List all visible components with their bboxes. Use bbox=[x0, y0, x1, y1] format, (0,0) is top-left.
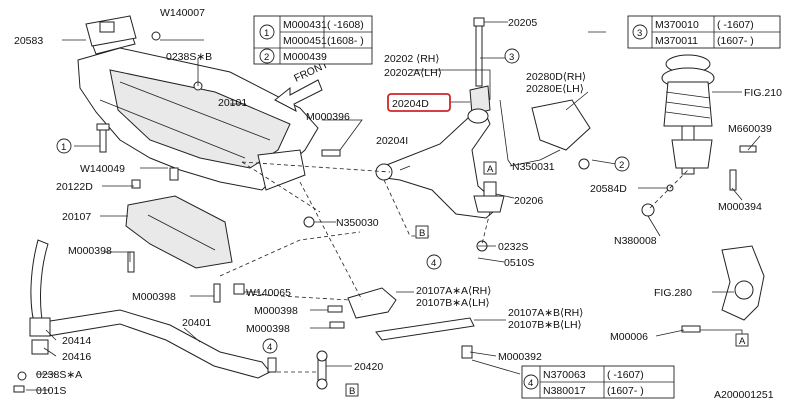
label-20280d: 20280D⟨RH⟩ bbox=[526, 71, 586, 83]
bolt-20205 bbox=[473, 17, 485, 87]
mount-bracket bbox=[85, 15, 137, 47]
label-m000394: M000394 bbox=[718, 201, 762, 213]
table-1: 1 2 M000431 ( -1608) M000451 (1608- ) M0… bbox=[253, 15, 373, 65]
stabilizer-bar bbox=[29, 239, 271, 379]
label-fig210: FIG.210 bbox=[744, 87, 782, 99]
table-1-code-2: M000451 bbox=[283, 35, 327, 47]
label-m660039: M660039 bbox=[728, 123, 772, 135]
label-fig280: FIG.280 bbox=[654, 287, 692, 299]
lower-control-arm bbox=[375, 85, 501, 219]
label-20583: 20583 bbox=[14, 35, 43, 47]
label-w140049: W140049 bbox=[80, 163, 125, 175]
stabilizer-link bbox=[316, 350, 328, 390]
table-1-code-3: M000439 bbox=[283, 51, 327, 63]
table-4: 4 N370063 ( -1607) N380017 (1607- ) bbox=[521, 365, 675, 399]
table-4-callout: 4 bbox=[528, 378, 533, 389]
label-20206: 20206 bbox=[514, 195, 543, 207]
label-20107a-b: 20107A∗B⟨RH⟩ bbox=[508, 307, 583, 319]
label-20107a-a: 20107A∗A⟨RH⟩ bbox=[416, 285, 491, 297]
callout-2-bracket: 2 bbox=[619, 160, 624, 171]
label-20202a: 20202A⟨LH⟩ bbox=[384, 67, 442, 79]
label-m000398-d: M000398 bbox=[246, 323, 290, 335]
label-20204i: 20204I bbox=[376, 135, 408, 147]
table-3-code-1: M370010 bbox=[655, 19, 699, 31]
table-3-range-1: ( -1607) bbox=[717, 19, 754, 31]
callout-3-bolt: 3 bbox=[509, 52, 514, 63]
table-3-range-2: (1607- ) bbox=[717, 35, 754, 47]
table-4-code-2: N380017 bbox=[543, 385, 586, 397]
table-3-callout: 3 bbox=[637, 28, 642, 39]
label-20414: 20414 bbox=[62, 335, 91, 347]
strut-assembly bbox=[661, 27, 715, 175]
label-m000396: M000396 bbox=[306, 111, 350, 123]
label-w140007: W140007 bbox=[160, 7, 205, 19]
callouts: 1 3 2 4 4 A A B B bbox=[56, 48, 749, 397]
highlight-frame bbox=[387, 93, 451, 112]
label-20107b-b: 20107B∗B⟨LH⟩ bbox=[508, 319, 582, 331]
label-m000398-a: M000398 bbox=[68, 245, 112, 257]
table-4-range-1: ( -1607) bbox=[607, 369, 644, 381]
ball-joint bbox=[473, 181, 505, 213]
label-20420: 20420 bbox=[354, 361, 383, 373]
label-20107b-a: 20107B∗A⟨LH⟩ bbox=[416, 297, 490, 309]
box-b-link: B bbox=[349, 386, 355, 397]
label-20101: 20101 bbox=[218, 97, 247, 109]
table-1-callout: 1 bbox=[264, 28, 269, 39]
table-2-callout: 2 bbox=[264, 52, 269, 63]
label-0232s: 0232S bbox=[498, 241, 528, 253]
table-1-code-1: M000431 bbox=[283, 19, 327, 31]
label-20204d: 20204D bbox=[392, 98, 429, 110]
label-20280e: 20280E⟨LH⟩ bbox=[526, 83, 584, 95]
box-b-arm: B bbox=[419, 228, 425, 239]
table-4-range-2: (1607- ) bbox=[607, 385, 644, 397]
label-m000398-c: M000398 bbox=[254, 305, 298, 317]
table-4-code-1: N370063 bbox=[543, 369, 586, 381]
label-m000398-b: M000398 bbox=[132, 291, 176, 303]
label-0510s: 0510S bbox=[504, 257, 534, 269]
label-m00006: M00006 bbox=[610, 331, 648, 343]
label-w140065: W140065 bbox=[246, 287, 291, 299]
label-0238s-a: 0238S∗A bbox=[36, 369, 82, 381]
leader-lines bbox=[26, 21, 761, 391]
label-m000392: M000392 bbox=[498, 351, 542, 363]
table-3-code-2: M370011 bbox=[655, 35, 698, 47]
label-20107: 20107 bbox=[62, 211, 91, 223]
table-1-range-1: ( -1608) bbox=[327, 19, 364, 31]
label-20401: 20401 bbox=[182, 317, 211, 329]
bracket-20280 bbox=[531, 99, 591, 151]
label-ref-number: A200001251 bbox=[714, 389, 774, 400]
callout-1-crossmember: 1 bbox=[61, 142, 66, 153]
label-n380008: N380008 bbox=[614, 235, 657, 247]
label-n350030: N350030 bbox=[336, 217, 379, 229]
table-3: 3 M370010 ( -1607) M370011 (1607- ) bbox=[627, 15, 781, 49]
label-20202: 20202 ⟨RH⟩ bbox=[384, 53, 439, 65]
steering-knuckle bbox=[721, 245, 765, 321]
front-arrow: FRONT bbox=[274, 58, 331, 112]
label-20122d: 20122D bbox=[56, 181, 93, 193]
label-n350031: N350031 bbox=[512, 161, 555, 173]
label-20584d: 20584D bbox=[590, 183, 627, 195]
callout-4-arm: 4 bbox=[431, 258, 436, 269]
box-a-knuckle: A bbox=[739, 336, 746, 347]
label-0238s-b: 0238S∗B bbox=[166, 51, 212, 63]
lower-shield bbox=[125, 195, 233, 269]
dashed-guides bbox=[219, 161, 691, 373]
label-20416: 20416 bbox=[62, 351, 91, 363]
label-20205: 20205 bbox=[508, 17, 537, 29]
box-a-arm: A bbox=[487, 164, 494, 175]
callout-4-bar: 4 bbox=[267, 342, 272, 353]
part-labels: 20583 W140007 0238S∗B 20101 M000396 W140… bbox=[14, 7, 782, 400]
table-1-range-2: (1608- ) bbox=[327, 35, 364, 47]
label-0101s: 0101S bbox=[36, 385, 66, 397]
